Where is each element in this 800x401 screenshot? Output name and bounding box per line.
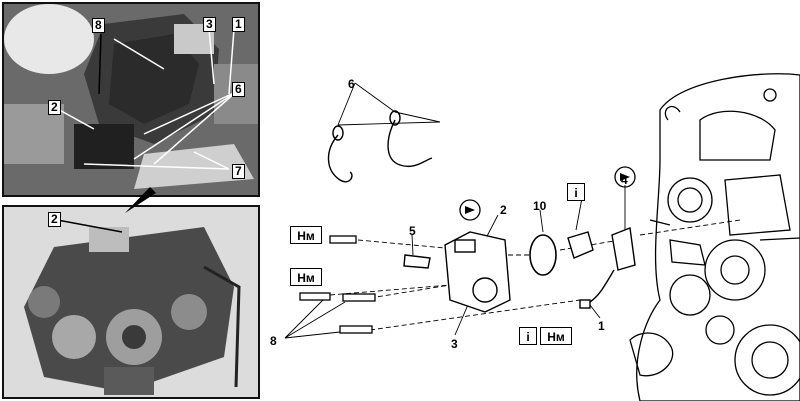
connector-arrow xyxy=(125,187,156,213)
bolts xyxy=(299,235,376,334)
bolt-mid-1 xyxy=(299,292,331,301)
label-4: 4 xyxy=(621,173,628,187)
label-6: 6 xyxy=(348,77,355,91)
sensor-wires-6 xyxy=(327,110,433,183)
engine-outline xyxy=(629,73,800,401)
callout-2: 2 xyxy=(48,100,61,115)
leader-lines xyxy=(284,82,741,339)
note-icon-glyphs xyxy=(465,173,630,214)
part-9-bracket xyxy=(567,231,594,259)
bolt-top xyxy=(329,235,357,244)
part-10-oring xyxy=(529,234,557,276)
info-box-top: i xyxy=(567,183,585,201)
engine-photo-bottom: 2 xyxy=(2,205,260,399)
engine-photo-bottom-image xyxy=(4,207,258,397)
label-3: 3 xyxy=(451,337,458,351)
note-icons xyxy=(459,166,636,221)
torque-box-mid: Нм xyxy=(290,268,322,286)
engine-photo-top: 8 3 1 6 2 7 xyxy=(2,2,260,197)
callout-7: 7 xyxy=(232,164,245,179)
label-2: 2 xyxy=(500,203,507,217)
callout-8: 8 xyxy=(92,18,105,33)
info-box-bottom: i xyxy=(519,327,537,345)
callout-2-bottom: 2 xyxy=(48,212,61,227)
callout-3: 3 xyxy=(203,17,216,32)
label-8: 8 xyxy=(270,334,277,348)
part-4-sensor xyxy=(579,227,636,309)
bolt-low xyxy=(339,325,373,334)
label-10: 10 xyxy=(533,199,547,213)
exploded-diagram: 6 5 2 10 9 4 8 3 1 xyxy=(270,73,800,401)
label-1: 1 xyxy=(598,319,605,333)
callout-6: 6 xyxy=(232,82,245,97)
torque-box-top: Нм xyxy=(290,226,322,244)
engine-photo-top-image xyxy=(4,4,258,195)
torque-box-bottom: Нм xyxy=(540,327,572,345)
bolt-mid-2 xyxy=(342,293,376,302)
callout-1: 1 xyxy=(232,17,245,32)
part-2-housing xyxy=(403,231,511,313)
label-5: 5 xyxy=(409,224,416,238)
